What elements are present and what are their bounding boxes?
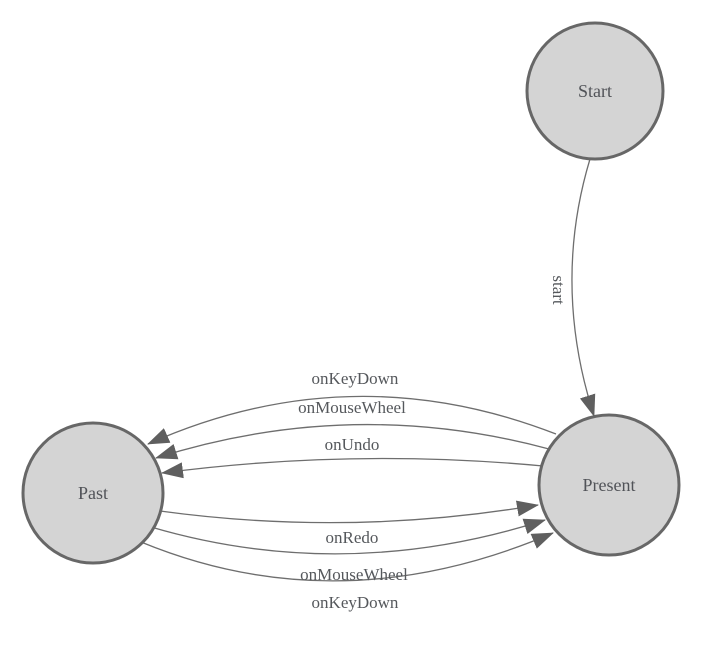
edge-label-onkeydown-bottom: onKeyDown — [312, 593, 399, 612]
state-node-present[interactable]: Present — [537, 413, 681, 557]
edge-label-onredo: onRedo — [326, 528, 379, 547]
edge-present-to-past-onundo — [161, 457, 544, 479]
edge-label-onkeydown-top: onKeyDown — [312, 369, 399, 388]
state-circle-past[interactable] — [21, 421, 165, 565]
state-node-start[interactable]: Start — [525, 21, 665, 161]
edge-start-to-present — [571, 158, 596, 417]
state-label-start: Start — [578, 81, 612, 101]
edge-present-to-past-onmousewheel — [155, 423, 550, 460]
state-label-past: Past — [78, 483, 108, 503]
edge-past-to-present-onredo — [159, 500, 539, 524]
edge-label-onmousewheel-top: onMouseWheel — [298, 398, 406, 417]
edge-present-to-past-onkeydown — [147, 395, 557, 445]
state-label-present: Present — [583, 475, 636, 495]
state-circle-start[interactable] — [525, 21, 665, 161]
edge-past-to-present-onkeydown — [140, 532, 554, 582]
edge-label-start: start — [549, 275, 568, 305]
state-node-past[interactable]: Past — [21, 421, 165, 565]
edge-past-to-present-onmousewheel — [150, 518, 546, 555]
edge-label-onmousewheel-bottom: onMouseWheel — [300, 565, 408, 584]
edge-label-onundo: onUndo — [325, 435, 380, 454]
state-circle-present[interactable] — [537, 413, 681, 557]
